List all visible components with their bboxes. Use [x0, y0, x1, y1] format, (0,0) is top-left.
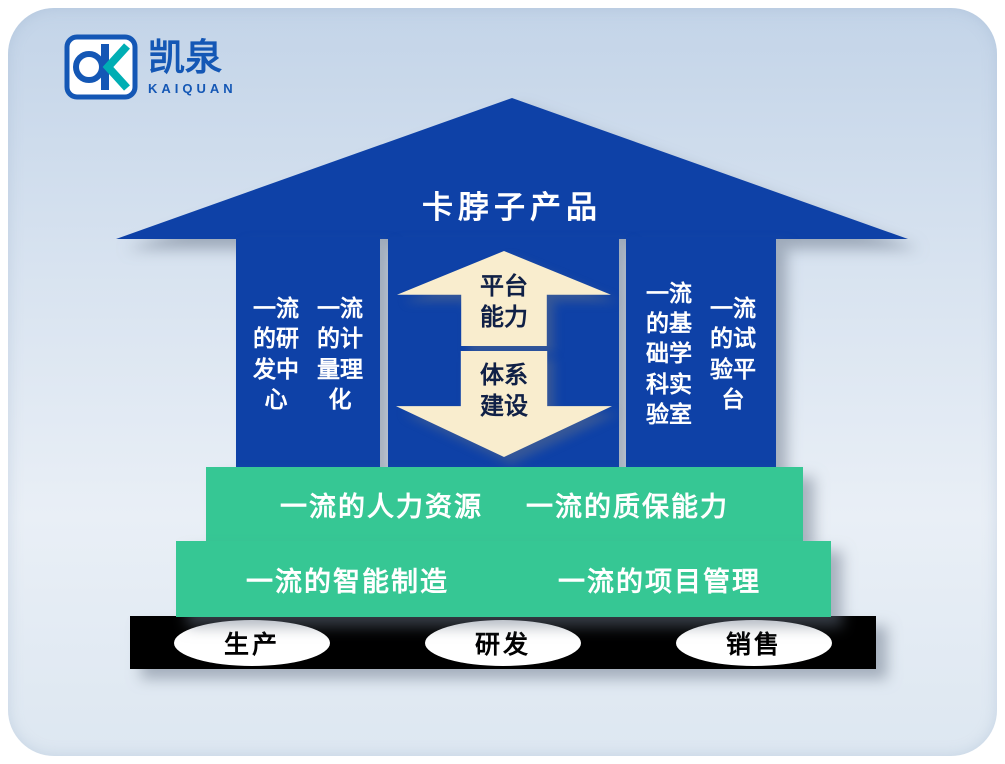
base-label-production: 生产 [223, 630, 280, 659]
logo-name: 凯泉 [148, 36, 222, 78]
base-ellipse-rd: 研发 [425, 619, 581, 666]
pillar-label-basic-lab: 一流的基础学科实验室 [646, 279, 692, 428]
foundation-bar-1: 一流的人力资源 一流的质保能力 [206, 467, 803, 542]
base-ellipse-production: 生产 [174, 619, 330, 666]
foundation-bar-2-wrap: 一流的智能制造 一流的项目管理 [176, 541, 831, 617]
kaiquan-logo: 凯泉 KAIQUAN [64, 34, 237, 100]
bar2-label-project-management: 一流的项目管理 [558, 566, 761, 597]
pillar-left-wrap: 一流的研发中心 一流的计量理化 [236, 237, 380, 470]
roof-title: 卡脖子产品 [422, 190, 602, 225]
bar1-label-human-resources: 一流的人力资源 [280, 492, 483, 522]
pillar-right-wrap: 一流的基础学科实验室 一流的试验平台 [626, 237, 776, 470]
roof-arrow-shape: 卡脖子产品 [116, 98, 908, 239]
kaiquan-logo-icon [64, 34, 138, 100]
down-arrow-label: 体系建设 [396, 354, 612, 428]
pillar-label-test-platform: 一流的试验平台 [710, 294, 756, 412]
roof-arrow-wrap: 卡脖子产品 [116, 98, 908, 239]
bar2-label-smart-manufacturing: 一流的智能制造 [246, 566, 449, 597]
pillar-label-rd-center: 一流的研发中心 [253, 294, 299, 412]
base-label-rd: 研发 [474, 630, 531, 659]
base-bar-wrap: 生产 研发 销售 [130, 616, 876, 669]
down-arrow-label-text: 体系建设 [480, 361, 528, 420]
up-arrow-wrap [397, 251, 611, 346]
down-arrow-wrap [396, 351, 612, 457]
base-ellipse-sales: 销售 [676, 619, 832, 666]
foundation-bar-2: 一流的智能制造 一流的项目管理 [176, 541, 831, 617]
base-label-sales: 销售 [725, 630, 782, 659]
pillar-right: 一流的基础学科实验室 一流的试验平台 [626, 237, 776, 470]
logo-text: 凯泉 KAIQUAN [148, 39, 237, 96]
up-arrow-label-text: 平台能力 [480, 272, 528, 331]
base-bar: 生产 研发 销售 [130, 616, 876, 669]
pillar-label-metrology: 一流的计量理化 [317, 294, 363, 412]
foundation-bar-1-wrap: 一流的人力资源 一流的质保能力 [206, 467, 803, 542]
logo-latin-name: KAIQUAN [148, 80, 237, 96]
pillar-left: 一流的研发中心 一流的计量理化 [236, 237, 380, 470]
bar1-label-quality-assurance: 一流的质保能力 [526, 492, 729, 522]
up-arrow-label: 平台能力 [397, 258, 611, 346]
